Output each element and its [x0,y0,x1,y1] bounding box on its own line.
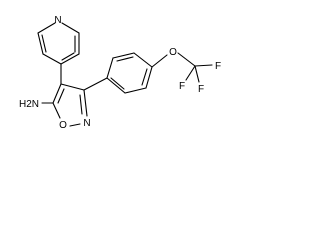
atom-label-fluorine-2: F [198,84,204,95]
bond-py-4 [60,53,80,65]
atom-label-fluorine-3: F [179,81,185,92]
bond-py-5 [42,53,62,65]
bond-ph-5 [124,87,147,94]
bond-ph-4 [145,66,153,89]
bond-py-1 [37,22,56,34]
bond-py-double-b [41,34,47,53]
bond-py-6 [37,32,44,55]
bond-c-f2 [194,65,200,83]
phenyl-ring [106,52,153,94]
bond-isoxazole-phenyl [83,77,108,91]
bond-iso-c4-c3 [60,83,85,91]
bond-ph-1 [106,57,114,79]
bond-ether-c [177,52,196,67]
bond-py-double-c [61,52,75,61]
atom-label-ring-o: O [59,120,67,131]
bond-ph-ether [151,54,168,68]
pyridine-ring [37,22,80,65]
bond-ph-6 [106,77,126,94]
atom-label-fluorine-1: F [215,61,221,72]
isoxazole-ring [52,83,88,127]
atom-label-amine: H2N [19,99,39,110]
bond-iso-n-c3-double [79,94,83,115]
atom-label-pyridine-n: N [54,15,61,26]
bond-c-f1 [194,64,213,67]
bond-c-f3 [185,65,196,81]
bond-iso-c4-c5-double [57,88,65,104]
structure-canvas: N H2N O N O F F F [19,15,221,131]
bond-ph-3 [133,52,153,68]
bond-ph-double-c [110,77,125,90]
bond-py-2 [61,22,80,34]
bond-iso-o-n [69,123,81,127]
bond-iso-c4-c5 [52,83,62,104]
bond-ph-double-a [116,56,134,62]
bond-iso-c5-o [52,102,61,119]
bond-iso-n-c3 [83,89,88,117]
atom-label-ring-n: N [83,118,90,129]
bond-ph-2 [112,52,135,59]
atom-label-ether-o: O [169,47,177,58]
bond-ph-double-b [141,68,148,86]
